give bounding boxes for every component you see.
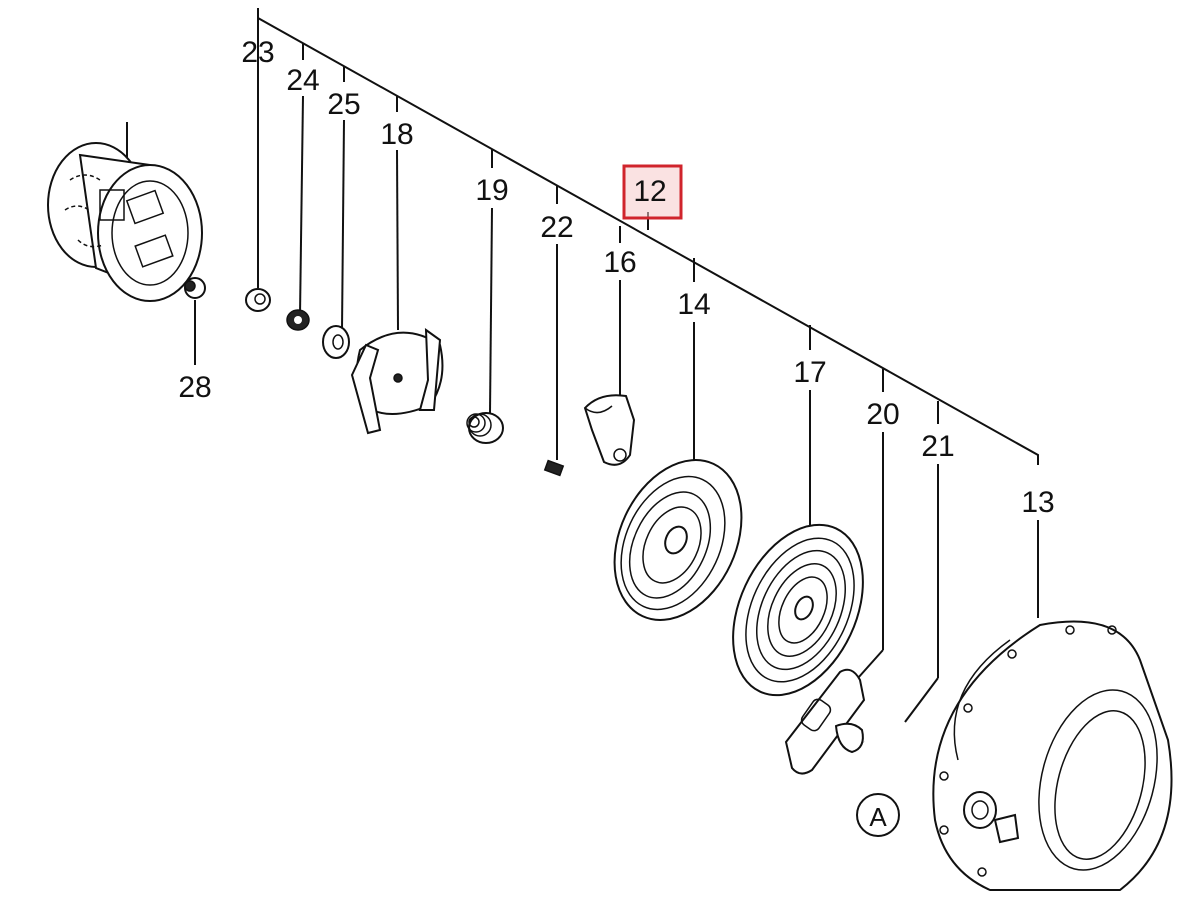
part-14-reel <box>613 459 743 621</box>
label-21: 21 <box>921 430 954 463</box>
leader-lines <box>126 18 1039 723</box>
part-labels: 23 24 25 18 19 22 12 16 14 17 20 21 13 2… <box>178 36 1054 519</box>
label-20: 20 <box>866 398 899 431</box>
part-23-washer <box>245 288 271 312</box>
label-17: 17 <box>793 356 826 389</box>
label-28: 28 <box>178 371 211 404</box>
label-23: 23 <box>241 36 274 69</box>
callout-a-label: A <box>869 802 887 832</box>
part-25-washer <box>322 325 350 359</box>
part-28-housing <box>47 142 206 302</box>
label-12: 12 <box>633 175 666 208</box>
label-14: 14 <box>677 288 710 321</box>
assembly-line <box>257 8 1039 465</box>
label-16: 16 <box>603 246 636 279</box>
part-16-ratchet <box>583 394 636 466</box>
highlight-box-12 <box>622 164 683 220</box>
part-13-starter-case <box>932 620 1173 891</box>
label-18: 18 <box>380 118 413 151</box>
part-18-friction-plate <box>350 327 444 435</box>
callout-a: A <box>856 793 900 837</box>
part-19-spring <box>466 412 504 444</box>
label-22: 22 <box>540 211 573 244</box>
label-19: 19 <box>475 174 508 207</box>
part-24-washer <box>286 309 310 331</box>
label-13: 13 <box>1021 486 1054 519</box>
part-20-handle <box>784 668 866 775</box>
label-25: 25 <box>327 88 360 121</box>
part-22-spring <box>543 459 565 477</box>
part-17-recoil-spring <box>732 523 864 697</box>
label-24: 24 <box>286 64 319 97</box>
